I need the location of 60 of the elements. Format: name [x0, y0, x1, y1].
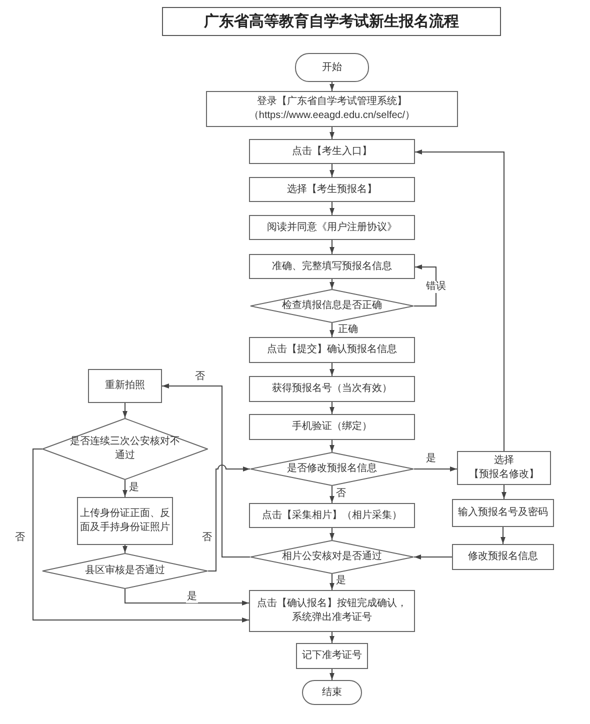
arrow — [124, 588, 250, 606]
edge-label: 正确 — [337, 324, 359, 336]
arrow — [330, 362, 334, 376]
arrow — [330, 322, 334, 338]
edge-label: 错误 — [425, 281, 447, 293]
arrow — [414, 554, 452, 560]
edge-label: 是 — [186, 591, 198, 603]
arrow — [162, 384, 250, 558]
decision-diamond: 相片公安核对是否通过 — [250, 540, 414, 574]
arrow — [330, 82, 334, 92]
edge-label: 是 — [128, 482, 140, 494]
arrow — [32, 448, 250, 622]
arrow — [330, 528, 334, 540]
arrow — [208, 464, 250, 572]
arrow — [330, 278, 334, 290]
process-box: 手机验证（绑定） — [249, 414, 415, 440]
arrow — [414, 466, 458, 472]
decision-diamond: 检查填报信息是否正确 — [250, 289, 414, 323]
process-box: 准确、完整填写预报名信息 — [249, 254, 415, 279]
process-box: 获得预报名号（当次有效） — [249, 376, 415, 402]
edge-label: 否 — [194, 371, 206, 383]
edge-label: 否 — [335, 488, 347, 500]
arrow — [330, 164, 334, 178]
edge-label: 否 — [201, 532, 213, 544]
arrow — [414, 150, 504, 452]
arrow — [122, 544, 128, 554]
process-box: 阅读并同意《用户注册协议》 — [249, 215, 415, 240]
arrow — [330, 668, 334, 680]
arrow — [122, 480, 128, 498]
process-box: 点击【提交】确认预报名信息 — [249, 337, 415, 363]
process-box: 记下准考证号 — [296, 643, 368, 669]
edge-label: 否 — [14, 532, 26, 544]
decision-diamond: 县区审核是否通过 — [42, 553, 208, 589]
process-box: 点击【采集相片】（相片采集） — [249, 503, 415, 528]
arrow — [330, 632, 334, 644]
edge-label: 是 — [335, 575, 347, 587]
arrow — [330, 240, 334, 254]
process-box: 点击【考生入口】 — [249, 139, 415, 164]
process-box: 输入预报名号及密码 — [452, 499, 554, 527]
process-box: 登录【广东省自学考试管理系统】 （https://www.eeagd.edu.cn/selfec/） — [206, 91, 458, 127]
arrow — [500, 526, 506, 544]
arrow — [330, 402, 334, 414]
title: 广东省高等教育自学考试新生报名流程 — [162, 7, 501, 36]
process-box: 上传身份证正面、反面及手持身份证照片 — [77, 497, 173, 545]
arrow — [414, 264, 436, 306]
arrow — [122, 402, 128, 418]
process-box: 修改预报名信息 — [452, 544, 554, 570]
arrow — [330, 574, 334, 590]
process-box: 重新拍照 — [88, 369, 162, 403]
arrow — [330, 126, 334, 140]
arrow — [330, 486, 334, 504]
decision-diamond: 是否修改预报名信息 — [250, 452, 414, 486]
process-box: 选择【考生预报名】 — [249, 177, 415, 202]
process-box: 点击【确认报名】按钮完成确认，系统弹出准考证号 — [249, 590, 415, 632]
arrow — [502, 484, 506, 500]
edge-label: 是 — [425, 453, 437, 465]
arrow — [330, 202, 334, 216]
arrow — [330, 440, 334, 452]
decision-diamond: 是否连续三次公安核对不通过 — [42, 418, 208, 480]
process-box: 选择 【预报名修改】 — [457, 451, 551, 485]
